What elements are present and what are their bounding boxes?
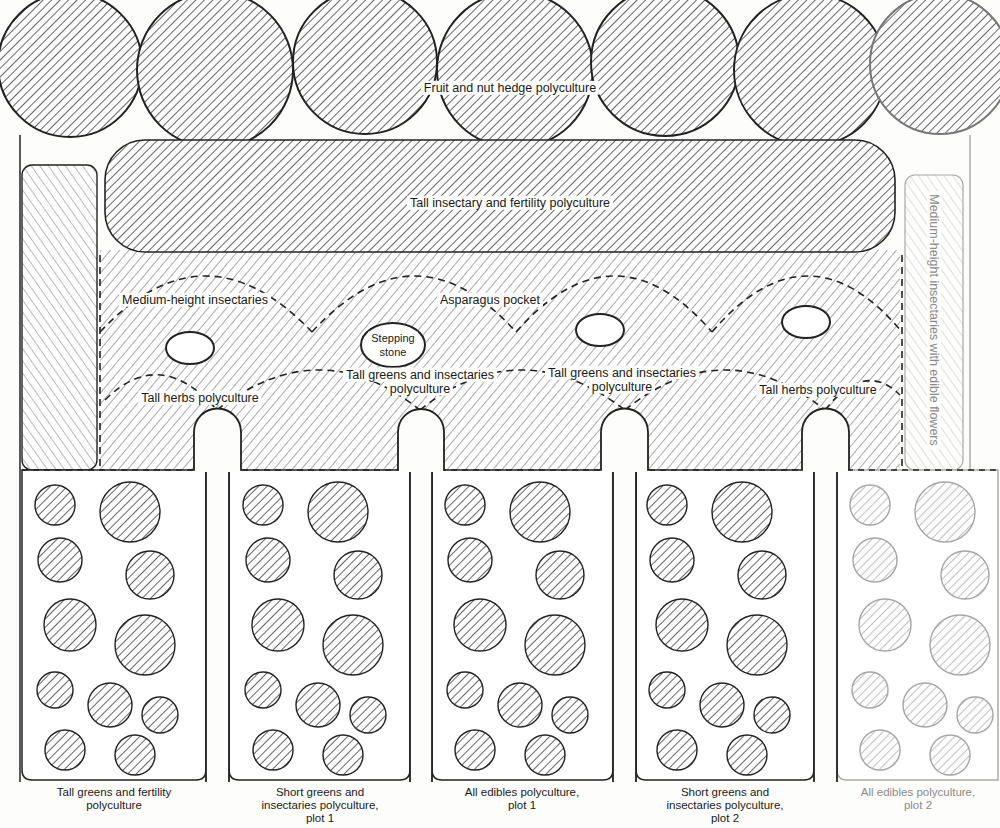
label-text: Tall greens and insectaries polyculture bbox=[545, 366, 699, 394]
stepping-stones bbox=[166, 306, 830, 367]
garden-boundary bbox=[20, 135, 970, 782]
area-label: Tall herbs polyculture bbox=[756, 383, 879, 397]
left-strip bbox=[22, 165, 97, 470]
plot-caption: Tall greens and fertility polyculture bbox=[29, 786, 199, 812]
label-text: Medium-height insectaries with edible fl… bbox=[927, 191, 941, 449]
label-text: All edibles polyculture, plot 2 bbox=[858, 786, 978, 811]
hedge-shrubs bbox=[0, 0, 1000, 148]
insectary-band bbox=[105, 140, 895, 252]
keyhole-paths bbox=[206, 429, 837, 782]
label-text: Tall greens and fertility polyculture bbox=[54, 786, 174, 811]
label-text: Short greens and insectaries polyculture… bbox=[664, 786, 787, 824]
label-text: Fruit and nut hedge polyculture bbox=[421, 81, 599, 95]
label-text: Stepping stone bbox=[368, 332, 417, 358]
path-fill bbox=[195, 432, 848, 781]
plot-caption: All edibles polyculture, plot 2 bbox=[853, 786, 983, 812]
label-text: Tall herbs polyculture bbox=[756, 383, 879, 397]
label-text: All edibles polyculture, plot 1 bbox=[462, 786, 582, 811]
plot-caption: Short greens and insectaries polyculture… bbox=[255, 786, 385, 825]
label-text: Asparagus pocket bbox=[437, 293, 543, 307]
plot-plants bbox=[35, 482, 993, 775]
area-label: Tall greens and insectaries polyculture bbox=[340, 368, 500, 397]
dashed-dividers bbox=[22, 469, 998, 470]
keyhole-heads bbox=[194, 409, 849, 471]
area-label: Tall insectary and fertility polyculture bbox=[407, 196, 613, 210]
label-text: Tall herbs polyculture bbox=[138, 391, 261, 405]
plot-caption: All edibles polyculture, plot 1 bbox=[457, 786, 587, 812]
area-label: Asparagus pocket bbox=[437, 293, 543, 307]
right-strip bbox=[905, 175, 963, 470]
area-label: Medium-height insectaries with edible fl… bbox=[927, 191, 941, 449]
stone-label: Stepping stone bbox=[365, 331, 421, 360]
label-text: Medium-height insectaries bbox=[119, 293, 271, 307]
area-label: Medium-height insectaries bbox=[119, 293, 271, 307]
area-label: Tall greens and insectaries polyculture bbox=[542, 366, 702, 395]
plot-caption: Short greens and insectaries polyculture… bbox=[660, 786, 790, 825]
bottom-plots bbox=[22, 470, 998, 780]
area-label: Fruit and nut hedge polyculture bbox=[421, 81, 599, 95]
label-text: Tall insectary and fertility polyculture bbox=[407, 196, 613, 210]
label-text: Short greens and insectaries polyculture… bbox=[259, 786, 382, 824]
label-text: Tall greens and insectaries polyculture bbox=[343, 368, 497, 396]
area-label: Tall herbs polyculture bbox=[138, 391, 261, 405]
